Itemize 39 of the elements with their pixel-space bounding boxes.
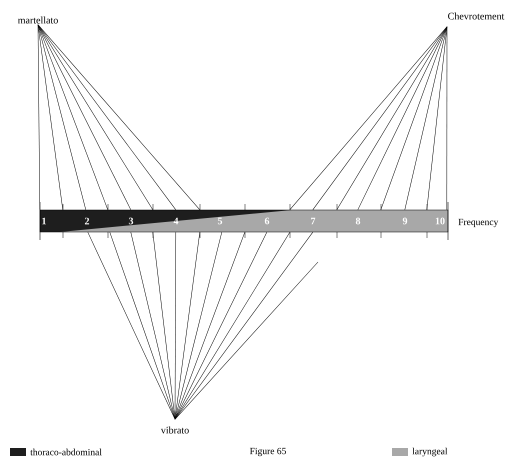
connector-line: [38, 24, 40, 210]
scale-number: 10: [436, 218, 445, 224]
legend-label: laryngeal: [412, 448, 448, 456]
connector-line: [174, 232, 200, 420]
connector-line: [174, 232, 290, 420]
connector-line: [174, 232, 222, 420]
connector-line: [38, 24, 86, 210]
scale-number: 1: [42, 218, 46, 224]
connector-line: [38, 24, 64, 210]
scale-number: 7: [311, 218, 316, 224]
connector-line: [336, 26, 448, 210]
scale-number: 3: [128, 218, 134, 224]
connector-line: [446, 26, 448, 210]
scale-number: 6: [264, 218, 270, 224]
connector-line: [38, 24, 108, 210]
connector-line: [110, 232, 176, 420]
connector-line: [130, 232, 176, 420]
connector-line: [174, 232, 176, 420]
connector-line: [88, 232, 176, 420]
connector-line: [174, 262, 318, 420]
connector-line: [380, 26, 448, 210]
connector-line: [38, 24, 154, 210]
connector-line: [174, 232, 268, 420]
connector-line: [38, 24, 132, 210]
node-label: vibrato: [160, 426, 189, 434]
connector-line: [174, 232, 314, 420]
connector-line: [358, 26, 448, 210]
scale-number: 8: [356, 218, 360, 224]
scale-number: 9: [402, 218, 408, 224]
scale-number: 2: [84, 218, 90, 224]
connector-line: [404, 26, 448, 210]
legend-label: thoraco-abdominal: [30, 448, 102, 456]
node-label: Chevrotement: [448, 12, 504, 20]
axis-label: Frequency: [458, 218, 498, 228]
connector-line: [174, 232, 246, 420]
scale-number: 5: [218, 218, 222, 224]
figure-caption: Figure 65: [250, 448, 286, 456]
node-label: martellato: [18, 16, 58, 24]
frequency-bar: [40, 210, 448, 232]
